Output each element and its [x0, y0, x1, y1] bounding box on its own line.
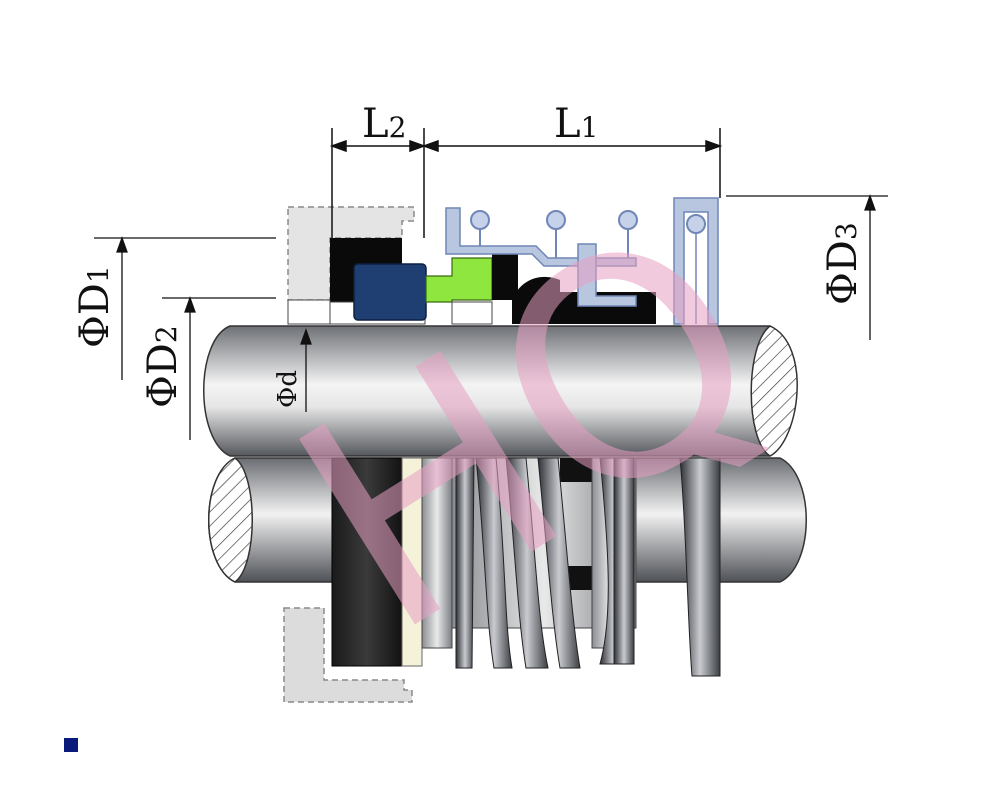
label-D3: ΦD3: [820, 222, 866, 305]
seat-rubber-lower: [331, 457, 403, 667]
label-d: Φd: [273, 370, 303, 408]
dimension-D2: [162, 296, 276, 440]
spring-coils-lower: [455, 457, 635, 669]
end-collar-upper: [673, 197, 719, 325]
dimension-D1: [94, 236, 276, 380]
rotary-face-green: [425, 252, 518, 325]
spring-retainer-upper: [445, 207, 638, 267]
label-D1: ΦD1: [72, 265, 118, 348]
label-L2: L2: [362, 101, 406, 147]
dimension-d: [300, 328, 312, 412]
upper-shaft-section-hatch: [750, 325, 798, 457]
dimension-D3: [726, 194, 888, 340]
label-L1: L1: [554, 101, 598, 147]
lower-gland: [283, 607, 413, 703]
end-collar-lower: [679, 457, 721, 677]
upper-shaft: [203, 325, 798, 457]
lower-shaft-section-hatch: [208, 457, 253, 583]
label-D2: ΦD2: [140, 325, 186, 408]
drive-collar-upper: [512, 243, 656, 324]
stationary-face-lower: [401, 457, 453, 667]
bullet-square-icon: [64, 738, 78, 752]
dimension-L1: [421, 128, 723, 198]
